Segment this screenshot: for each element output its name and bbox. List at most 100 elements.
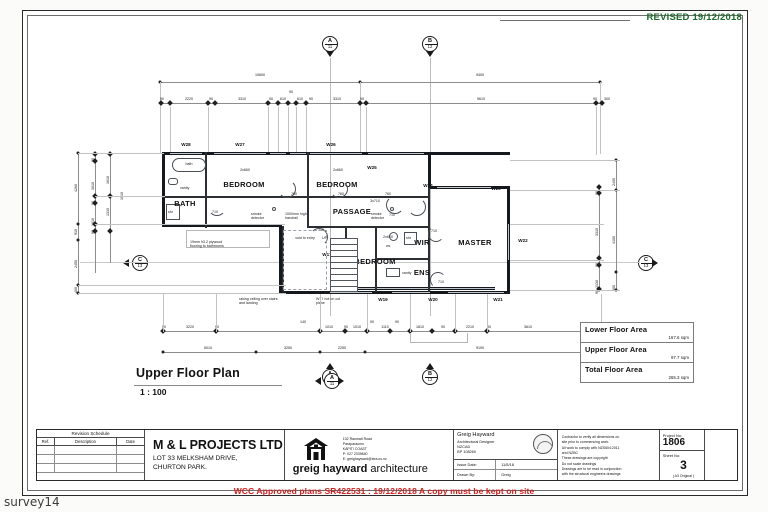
dim-90: 90	[209, 97, 213, 101]
dim-left-910: 910	[74, 229, 78, 235]
note-line-5: These drawings are copyright	[561, 456, 608, 461]
dim-right-3310: 3310	[595, 228, 599, 236]
wall-south-west-step	[162, 224, 282, 227]
general-notes: Contractor to verify all dimensions on s…	[558, 430, 660, 480]
void-to-entry-area	[283, 230, 327, 290]
marker-sheet: 12	[427, 376, 433, 382]
designer-qualification: NZCAD	[457, 444, 471, 449]
area-label-total: Total Floor Area	[585, 365, 643, 374]
dim-right-inner-line	[599, 186, 600, 290]
dim-90: 90	[160, 97, 164, 101]
partition-master-west	[428, 188, 430, 292]
practice-phone: P: 027 2339840	[342, 452, 368, 457]
dim-90: 90	[593, 97, 597, 101]
marker-sheet: 11	[327, 43, 333, 49]
window-tag-w25: W25	[367, 165, 377, 170]
arrow-down-icon	[426, 51, 434, 57]
shower-tray-ens	[404, 232, 417, 245]
client-address-line-2: CHURTON PARK.	[153, 463, 207, 471]
window-tag-w28: W28	[181, 142, 191, 147]
designer-block: Greig Hayward Architectural Designer NZC…	[454, 430, 558, 480]
window-w22-glazing	[507, 224, 510, 260]
vanity-basin	[168, 178, 178, 185]
dim-right-4100: 4100	[612, 236, 616, 244]
sheet-origin-note: ( A3 Original )	[672, 474, 695, 478]
door-swing-wir	[428, 226, 444, 242]
revision-schedule-title: Revision Schedule	[37, 430, 144, 438]
dim-90-stacked: 90	[289, 90, 293, 94]
window-tag-w17: W17	[322, 252, 332, 257]
shower-label-ens: shr	[406, 236, 411, 240]
dim-bot-140: 140	[300, 320, 306, 324]
window-tag-w22: W22	[518, 238, 528, 243]
dim-bot-3220: 3220	[186, 325, 194, 329]
issue-date-value: 11/5/18	[501, 462, 514, 467]
revision-header-row: Ref. Description Date	[37, 438, 144, 446]
dim-bot-3250: 3250	[284, 346, 292, 350]
designer-name: Greig Hayward	[457, 432, 495, 438]
dim-left-inner-line	[95, 153, 96, 273]
practice-address-line-2: Paraparaumu	[342, 442, 364, 447]
dim-right-2400: 2400	[612, 178, 616, 186]
dim-90: 90	[269, 97, 273, 101]
issue-date-label: Issue Date:	[454, 460, 497, 469]
practice-logo-block: greig hayward architecture 102 Raumati R…	[285, 430, 455, 480]
drawn-by-label: Drawn By:	[454, 470, 497, 480]
room-label-bedroom-1: BEDROOM	[223, 180, 265, 189]
window-w20-glazing	[392, 291, 430, 294]
designer-role: Architectural Designer	[457, 439, 495, 444]
title-block-spare-cell	[705, 430, 737, 480]
vanity-label: vanity	[180, 186, 190, 190]
dim-bot-90-c: 90	[344, 325, 348, 329]
door-swing-stairs	[310, 228, 328, 246]
approval-stamp: WCC Approved plans SR422531 : 19/12/2018…	[233, 486, 535, 496]
dim-right-2130: 2130	[595, 280, 599, 288]
marker-letter: B	[428, 37, 432, 44]
note-line-6: Do not scale drawings	[561, 461, 597, 466]
dim-9610: 9610	[477, 97, 485, 101]
dim-bot-90-a: 90	[162, 325, 166, 329]
practice-discipline: architecture	[370, 463, 428, 475]
room-label-bath: BATH	[174, 199, 196, 208]
dim-left-1610: 1610	[106, 176, 110, 184]
bath-tub	[172, 158, 206, 172]
wall-west-lower	[279, 224, 282, 294]
drawn-by-value: Greig	[501, 472, 511, 477]
dim-left-2450: 2450	[74, 260, 78, 268]
dim-right-90-a: 90	[595, 191, 599, 195]
practice-address: 102 Raumati Road Paraparaumu KAPITI COAS…	[343, 437, 387, 462]
window-w26-glazing	[310, 152, 362, 155]
dim-bottom-chain-line	[162, 331, 602, 332]
marker-letter: A	[328, 37, 332, 44]
sheet-number-label: Sheet No:	[662, 453, 681, 458]
area-value-lower: 167.6 sqm	[668, 335, 689, 340]
window-w25-glazing	[368, 152, 424, 155]
area-row-upper: Upper Floor Area 97.7 sqm	[581, 343, 693, 363]
watermark: survey14	[4, 495, 60, 509]
partition-bath-bedroom	[205, 152, 207, 228]
practice-address-line-1: 102 Raumati Road	[342, 437, 372, 441]
dim-right-90-b: 90	[595, 263, 599, 267]
window-head-2x660-b: 2x660	[333, 168, 343, 172]
note-line-7: Drawings are to be read in conjunction	[561, 466, 622, 471]
partition-bedroom-passage	[205, 196, 309, 198]
dim-top-10600: 10600	[255, 73, 265, 77]
revised-note: REVISED 19/12/2018	[646, 12, 742, 23]
title-block: Revision Schedule Ref. Description Date …	[36, 429, 738, 481]
area-value-total: 265.3 sqm	[668, 375, 689, 380]
door-tag-760-d: 710	[389, 213, 395, 217]
dim-bot-3610: 3610	[524, 325, 532, 329]
raking-ceiling-note: raking ceiling over stairs and landing	[239, 297, 278, 306]
dim-left-90-a: 90	[91, 158, 95, 162]
project-number-value: 1806	[662, 437, 686, 448]
handrail-note: 1000mm high handrail	[285, 212, 307, 221]
dim-3310: 3310	[333, 97, 341, 101]
marker-sheet: 12	[427, 43, 433, 49]
